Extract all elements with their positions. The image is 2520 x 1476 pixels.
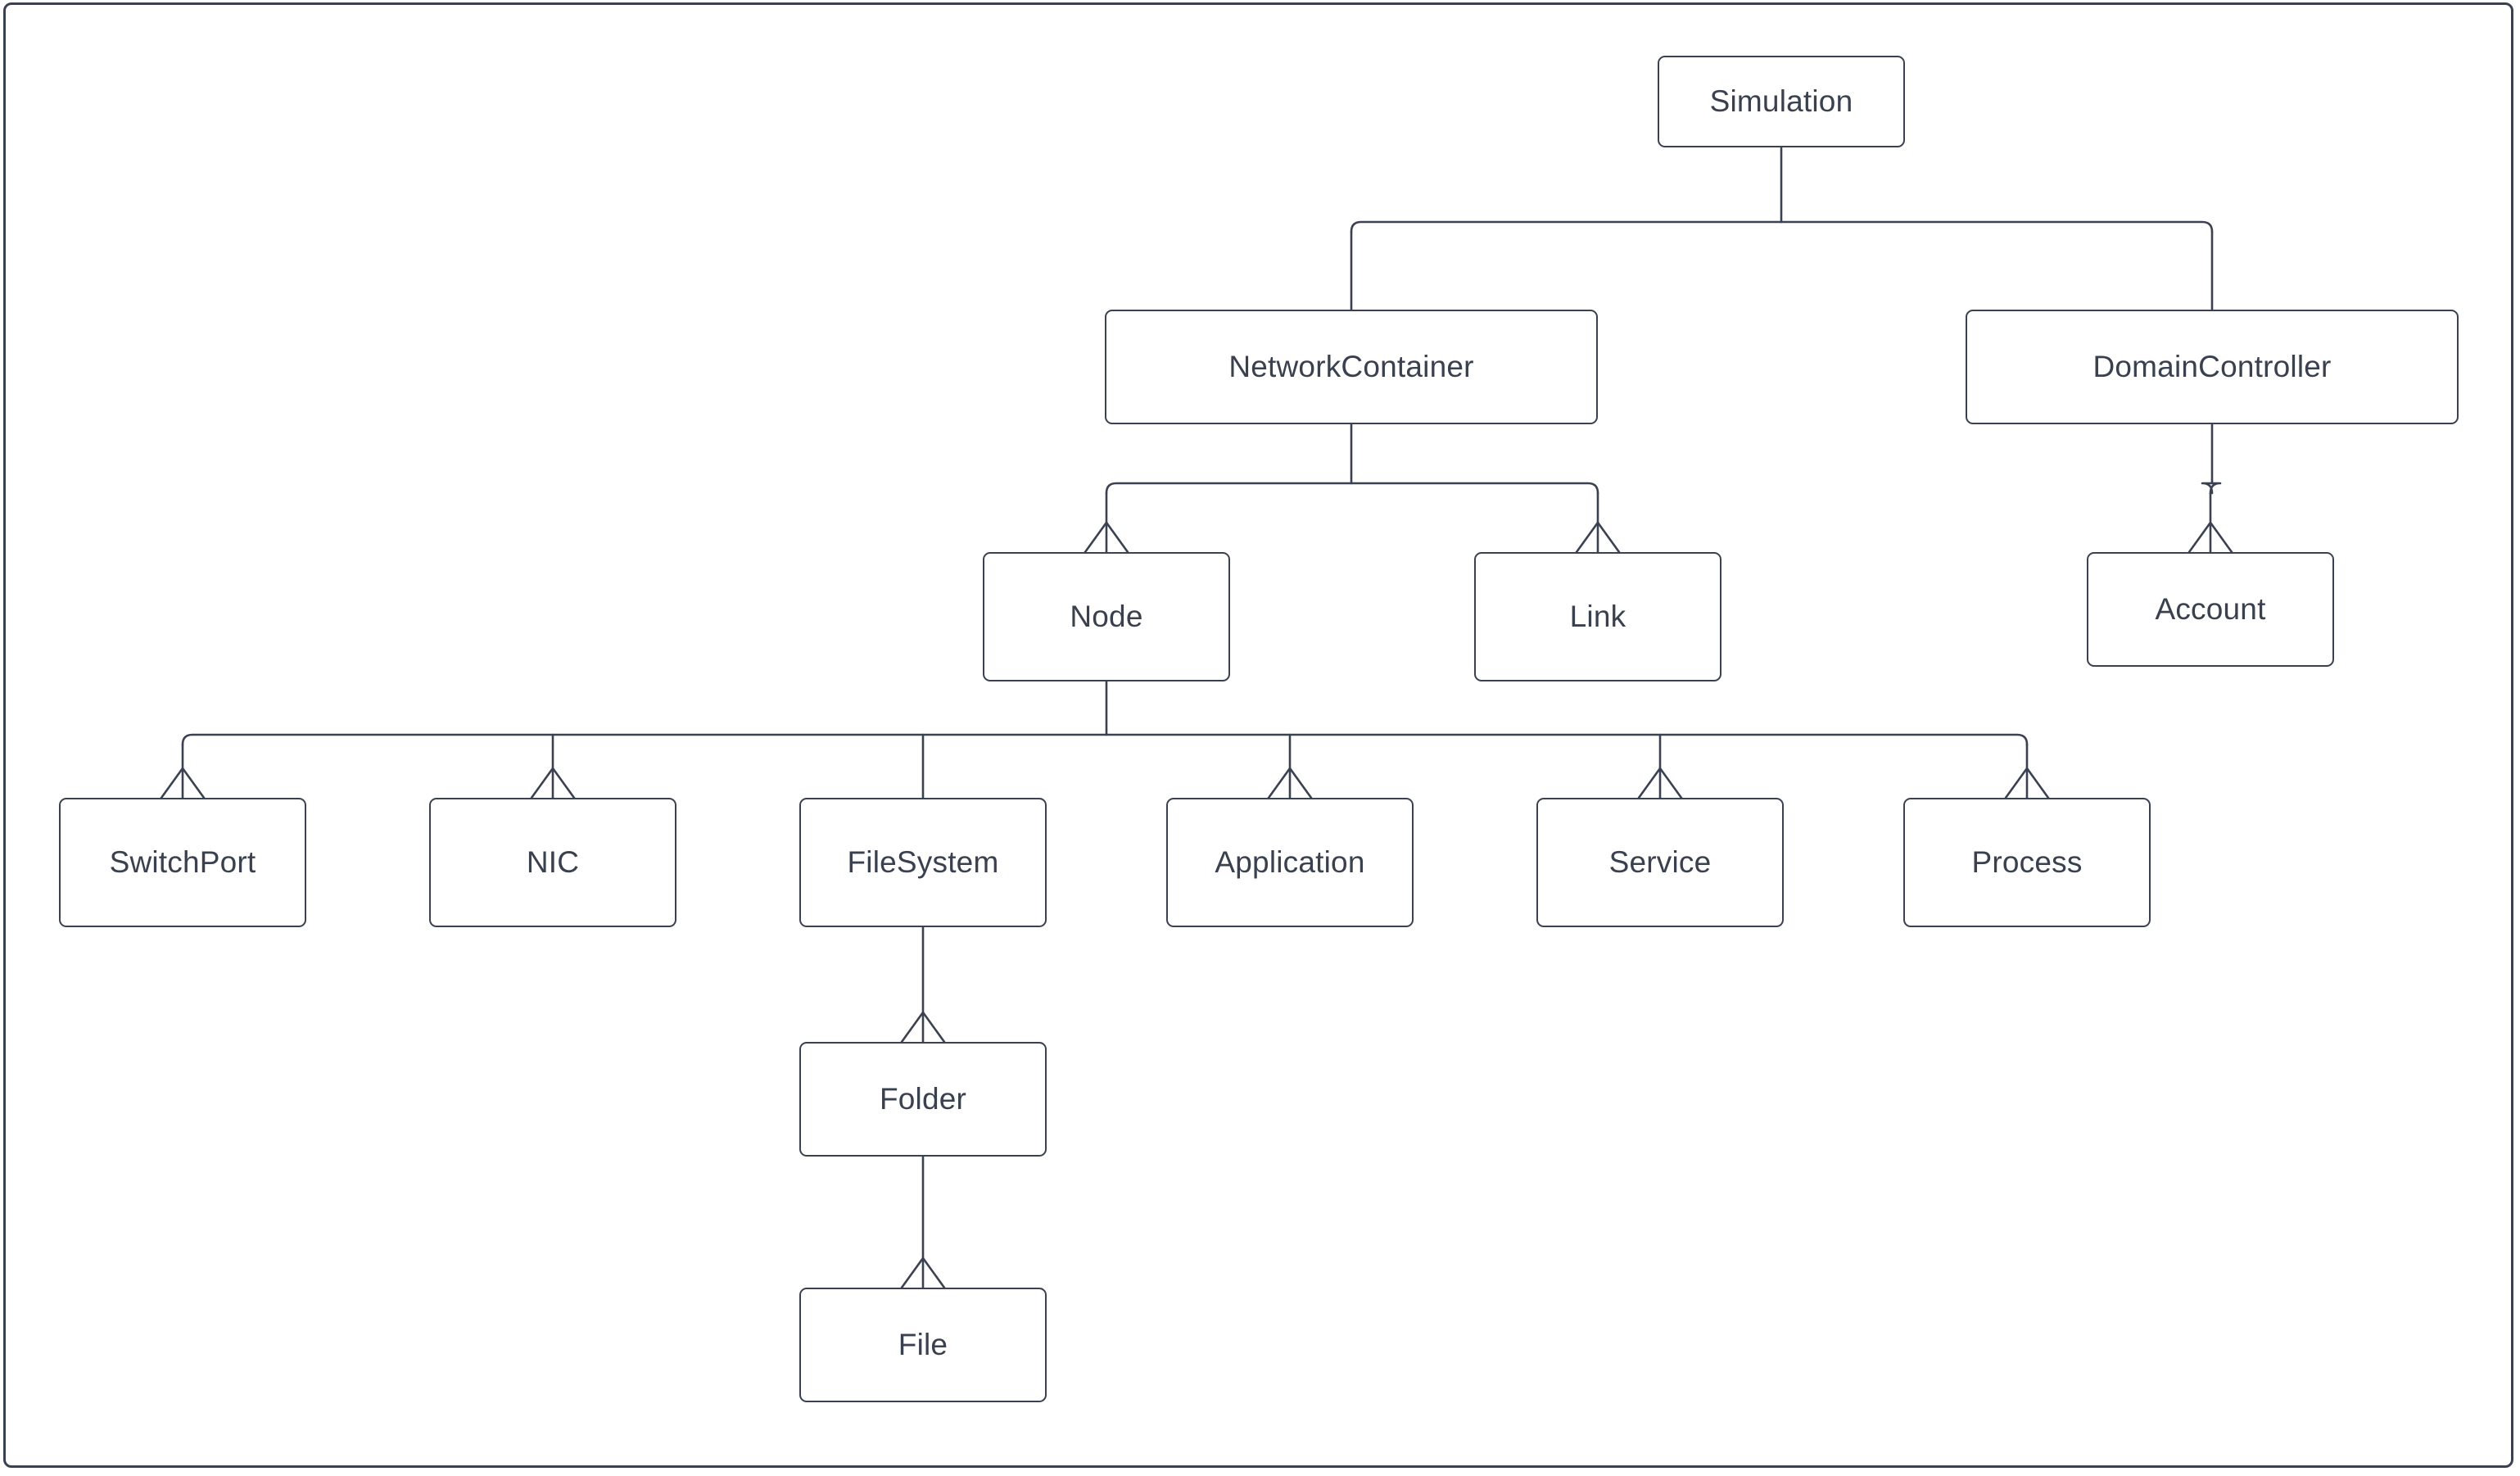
- class-box-account[interactable]: Account: [2087, 552, 2334, 667]
- class-box-domaincontroller[interactable]: DomainController: [1966, 310, 2459, 424]
- class-box-label: Folder: [879, 1081, 967, 1116]
- class-box-filesystem[interactable]: FileSystem: [799, 798, 1047, 927]
- class-box-label: SwitchPort: [109, 844, 256, 879]
- generalization-arrow-nic: [530, 766, 576, 799]
- class-box-label: Application: [1215, 844, 1365, 879]
- generalization-arrow-application: [1267, 766, 1313, 799]
- class-box-label: DomainController: [2092, 349, 2332, 383]
- class-box-label: File: [898, 1327, 948, 1361]
- generalization-arrow-node: [1084, 520, 1129, 554]
- class-box-node[interactable]: Node: [983, 552, 1230, 681]
- class-box-label: NIC: [526, 844, 580, 879]
- class-box-label: NetworkContainer: [1228, 349, 1474, 383]
- class-box-nic[interactable]: NIC: [429, 798, 676, 927]
- class-box-folder[interactable]: Folder: [799, 1042, 1047, 1157]
- class-box-label: Service: [1608, 844, 1712, 879]
- class-box-label: FileSystem: [847, 844, 999, 879]
- edge-bus-node: [181, 733, 2029, 746]
- class-box-simulation[interactable]: Simulation: [1658, 56, 1905, 147]
- class-box-service[interactable]: Service: [1536, 798, 1784, 927]
- generalization-arrow-account: [2187, 520, 2233, 554]
- class-box-switchport[interactable]: SwitchPort: [59, 798, 306, 927]
- generalization-arrow-file: [900, 1256, 946, 1289]
- class-box-link[interactable]: Link: [1474, 552, 1721, 681]
- class-box-label: Simulation: [1709, 84, 1853, 118]
- class-box-process[interactable]: Process: [1903, 798, 2151, 927]
- canvas-border: [3, 2, 2513, 1468]
- class-box-label: Account: [2155, 591, 2266, 626]
- class-box-file[interactable]: File: [799, 1288, 1047, 1402]
- generalization-arrow-service: [1637, 766, 1683, 799]
- class-box-label: Process: [1971, 844, 2083, 879]
- edge-bus-networkcontainer: [1105, 482, 1599, 495]
- edge-bus-simulation: [1350, 220, 2214, 233]
- class-box-application[interactable]: Application: [1166, 798, 1414, 927]
- generalization-arrow-switchport: [160, 766, 206, 799]
- generalization-arrow-folder: [900, 1010, 946, 1044]
- class-box-label: Link: [1569, 599, 1626, 633]
- class-box-label: Node: [1070, 599, 1143, 633]
- generalization-arrow-link: [1575, 520, 1621, 554]
- class-box-networkcontainer[interactable]: NetworkContainer: [1105, 310, 1598, 424]
- generalization-arrow-process: [2004, 766, 2050, 799]
- edge-bus-domaincontroller: [2201, 482, 2222, 495]
